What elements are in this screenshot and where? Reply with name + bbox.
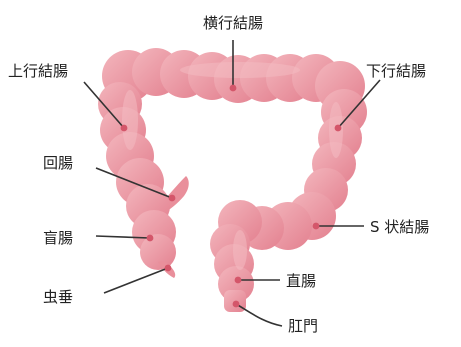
label-anus: 肛門: [288, 317, 318, 335]
leader-appendix: [104, 268, 168, 293]
label-ileum: 回腸: [43, 154, 73, 172]
label-appendix: 虫垂: [43, 288, 73, 306]
label-cecum: 盲腸: [43, 229, 73, 247]
label-sigmoid-colon: S 状結腸: [370, 218, 429, 236]
label-rectum: 直腸: [286, 272, 316, 290]
label-ascending-colon: 上行結腸: [8, 62, 68, 80]
leader-anus: [236, 304, 282, 326]
label-descending-colon: 下行結腸: [366, 62, 426, 80]
label-transverse-colon: 横行結腸: [203, 14, 263, 32]
